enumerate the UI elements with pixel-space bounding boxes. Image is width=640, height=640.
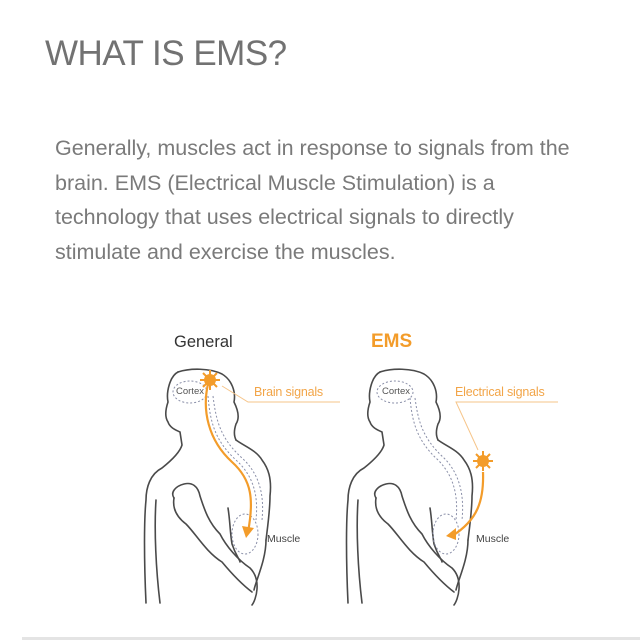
ems-cortex-label: Cortex [382, 386, 410, 397]
general-figure [143, 368, 272, 606]
starburst-icon [473, 451, 493, 471]
ems-comparison-diagram [143, 368, 558, 606]
general-muscle-region [231, 513, 259, 555]
ems-heading: EMS [371, 331, 413, 352]
ems-figure [345, 368, 474, 606]
general-cortex-label: Cortex [176, 386, 204, 397]
page-title: WHAT IS EMS? [45, 34, 287, 73]
brain-signals-label: Brain signals [254, 385, 323, 399]
ems-muscle-label: Muscle [476, 533, 510, 545]
starburst-icon [200, 370, 220, 390]
ems-muscle-region [432, 513, 460, 555]
electrical-signals-label: Electrical signals [455, 385, 545, 399]
intro-paragraph: Generally, muscles act in response to si… [55, 136, 570, 264]
general-heading: General [174, 333, 233, 351]
bottom-divider [22, 637, 640, 640]
general-muscle-label: Muscle [267, 533, 301, 545]
ems-cortex-region [376, 380, 414, 404]
